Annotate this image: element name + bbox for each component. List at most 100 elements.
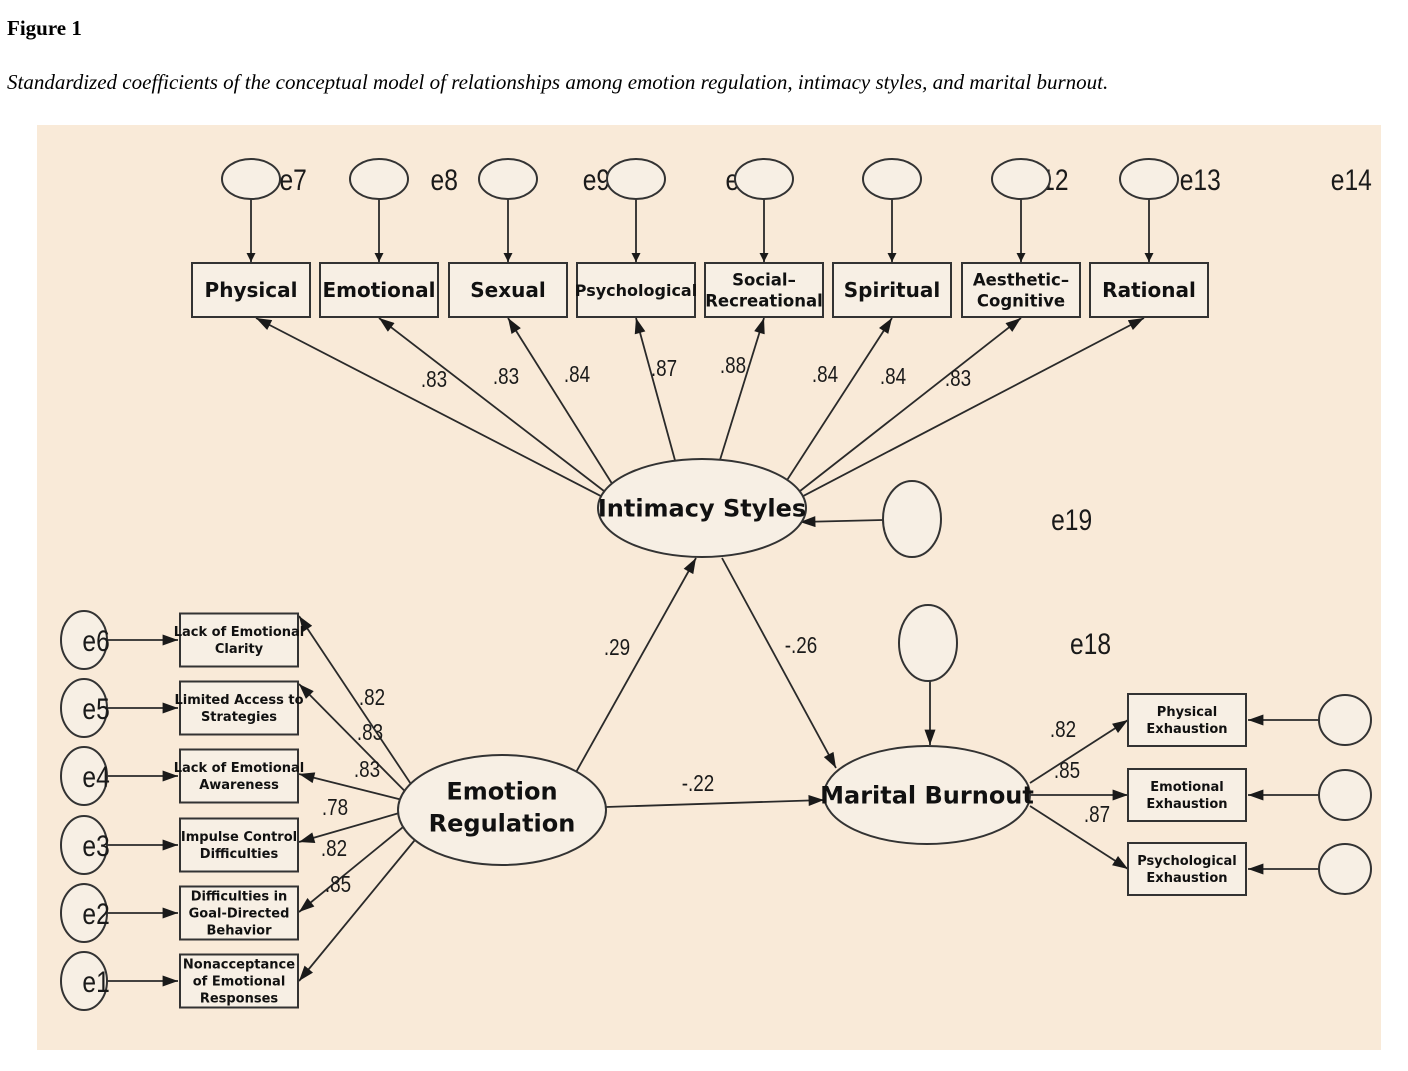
path-coefficient: -.22: [682, 771, 714, 796]
indicator-label: Exhaustion: [1146, 871, 1227, 886]
disturbance-e19-label: e19: [1051, 503, 1092, 537]
indicator-label: Nonacceptance: [183, 958, 295, 973]
latent-intimacy-styles: [597, 458, 807, 558]
indicator-label: Psychological: [575, 281, 697, 300]
loading-arrow-e4: [298, 772, 405, 802]
error-e11: [734, 158, 794, 200]
indicator-lack-of-emotional-clarity: [179, 612, 299, 668]
loading-coefficient: .82: [1050, 717, 1076, 742]
error-e5-label: e5: [82, 692, 109, 726]
disturbance-e19: [882, 480, 942, 558]
latent-emotion-regulation: [397, 754, 607, 866]
indicator-label: Behavior: [206, 924, 272, 939]
error-e16: [1318, 769, 1372, 821]
indicator-label: Physical: [1157, 705, 1217, 720]
indicator-label: Exhaustion: [1146, 722, 1227, 737]
indicator-rational: [1089, 262, 1209, 318]
loading-coefficient: .82: [359, 685, 385, 710]
indicator-emotional: [319, 262, 439, 318]
indicator-sexual: [448, 262, 568, 318]
loading-coefficient: .85: [1054, 758, 1080, 783]
disturbance-e18: [898, 604, 958, 682]
error-e4-label: e4: [82, 760, 109, 794]
indicator-nonacceptance-of-emotional-responses: [179, 953, 299, 1009]
error-e13: [991, 158, 1051, 200]
loading-coefficient: .84: [812, 362, 838, 387]
loading-arrow-e10: [634, 317, 676, 461]
error-e2: [60, 883, 108, 943]
loading-arrow-e1: [298, 836, 418, 982]
indicator-label: Recreational: [705, 291, 823, 310]
indicator-label: Difficulties in: [191, 890, 288, 905]
loading-arrow-e11: [719, 317, 765, 461]
error-e3: [60, 815, 108, 875]
error-e9-label: e9: [583, 163, 610, 197]
loading-coefficient: .83: [493, 364, 519, 389]
error-e14-label: e14: [1331, 163, 1372, 197]
error-e14: [1119, 158, 1179, 200]
indicator-label: Clarity: [215, 642, 264, 657]
loading-coefficient: .84: [880, 364, 906, 389]
error-e12: [862, 158, 922, 200]
indicator-label: Limited Access to: [174, 693, 303, 708]
indicator-label: Lack of Emotional: [174, 625, 305, 640]
loading-arrow-e13: [799, 317, 1022, 492]
indicator-label: Physical: [205, 278, 298, 302]
loading-coefficient: .83: [357, 720, 383, 745]
error-e7-label: e7: [279, 163, 306, 197]
indicator-label: Lack of Emotional: [174, 761, 305, 776]
error-e13-label: e13: [1180, 163, 1221, 197]
structural-path-er-is: [574, 557, 697, 775]
latent-label: Intimacy Styles: [598, 495, 806, 523]
indicator-label: Spiritual: [844, 278, 940, 302]
loading-arrow-e8: [378, 317, 605, 492]
loading-coefficient: .85: [325, 872, 351, 897]
indicator-label: Difficulties: [200, 847, 279, 862]
loading-coefficient: .83: [354, 757, 380, 782]
loading-coefficient: .83: [421, 367, 447, 392]
loading-arrow-e2: [298, 823, 408, 913]
indicator-label: Goal-Directed: [189, 907, 290, 922]
structural-path-is-mb: [721, 557, 837, 769]
error-e1: [60, 951, 108, 1011]
nodes-layer: e7Physicale8Emotionale9Sexuale10Psycholo…: [60, 158, 1372, 1011]
error-e3-label: e3: [82, 829, 109, 863]
indicator-aesthetic-cognitive: [961, 262, 1081, 318]
indicator-label: Strategies: [201, 710, 277, 725]
loading-coefficient: .82: [321, 836, 347, 861]
indicator-physical: [191, 262, 311, 318]
indicator-label: Awareness: [199, 778, 279, 793]
loading-arrow-e3: [298, 811, 404, 844]
path-coefficient: .29: [604, 635, 630, 660]
indicator-impulse-control-difficulties: [179, 817, 299, 873]
indicator-label: Cognitive: [977, 291, 1065, 310]
indicator-label: Psychological: [1137, 854, 1237, 869]
indicator-difficulties-in-goal-directed-behavior: [179, 885, 299, 941]
indicator-emotional-exhaustion: [1127, 768, 1247, 822]
error-e9: [478, 158, 538, 200]
structural-path-er-mb: [605, 794, 825, 808]
indicator-limited-access-to-strategies: [179, 680, 299, 736]
path-coefficient: -.26: [785, 633, 817, 658]
error-e6: [60, 610, 108, 670]
indicator-social-recreational: [704, 262, 824, 318]
loading-coefficient: .88: [720, 353, 746, 378]
error-e6-label: e6: [82, 624, 109, 658]
indicator-label: Impulse Control: [181, 830, 297, 845]
loading-coefficient: .87: [651, 356, 677, 381]
loading-arrow-e6: [298, 615, 414, 788]
disturbance-arrow-e19: [799, 516, 884, 528]
indicator-label: of Emotional: [193, 975, 286, 990]
indicator-physical-exhaustion: [1127, 693, 1247, 747]
indicator-label: Social–: [732, 270, 796, 289]
indicator-psychological-exhaustion: [1127, 842, 1247, 896]
loading-arrow-e14: [802, 317, 1145, 497]
loading-arrow-e9: [507, 317, 613, 484]
loading-coefficient: .84: [564, 362, 590, 387]
latent-label: Regulation: [429, 810, 576, 838]
error-e8: [349, 158, 409, 200]
indicator-label: Exhaustion: [1146, 797, 1227, 812]
latent-label: Marital Burnout: [820, 782, 1034, 810]
indicator-psychological: [576, 262, 696, 318]
error-e7: [221, 158, 281, 200]
